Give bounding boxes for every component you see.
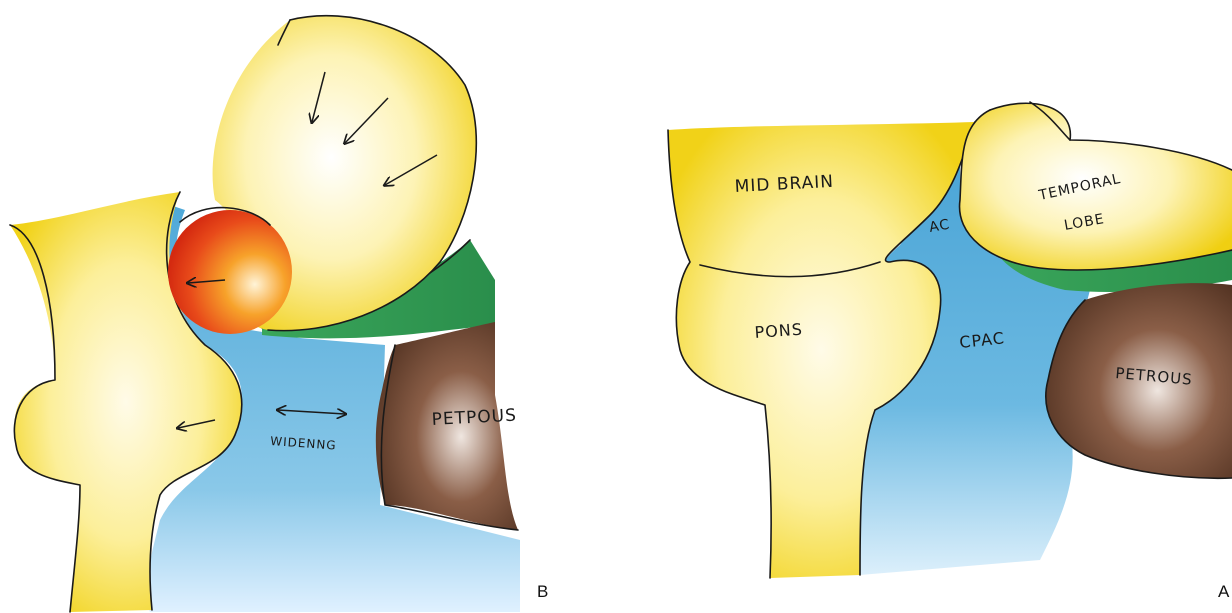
panel-b-letter: B — [537, 582, 548, 601]
panel-a-pons-label: PONS — [754, 320, 804, 342]
panel-a-letter: A — [1218, 582, 1230, 601]
panel-b-tumor — [168, 210, 292, 334]
panel-b-petrous-label: PETPOUS — [431, 406, 517, 430]
panel-a: MID BRAIN TEMPORAL LOBE AC PONS CPAC PET… — [668, 102, 1232, 601]
panel-b: WIDENNG PETPOUS B — [10, 16, 548, 612]
